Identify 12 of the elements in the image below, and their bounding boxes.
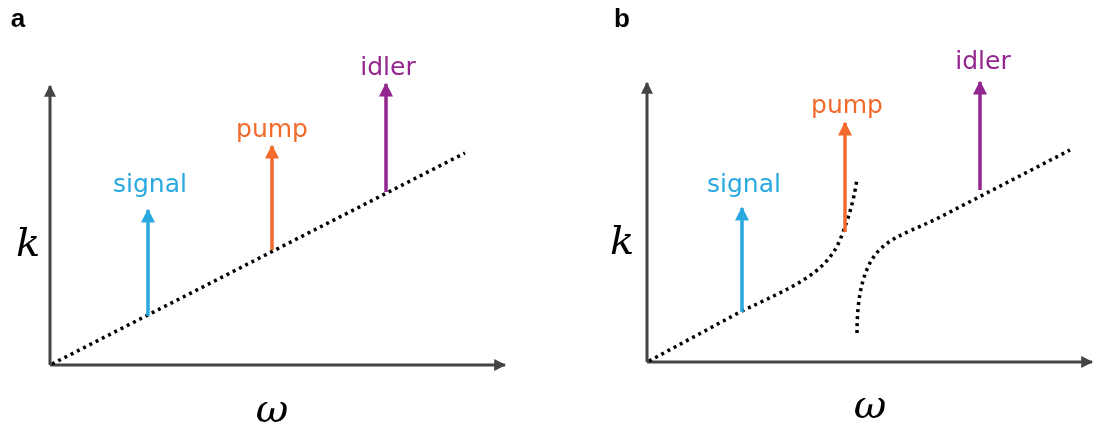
axis-label: k bbox=[609, 220, 635, 260]
wave-label: pump bbox=[236, 115, 308, 141]
axis-label: k bbox=[15, 222, 41, 262]
wave-label: signal bbox=[707, 170, 781, 196]
panel-label: a bbox=[10, 5, 26, 31]
axis-label: ω bbox=[853, 384, 887, 424]
panel-label: b bbox=[614, 5, 630, 31]
axis-label: ω bbox=[255, 388, 289, 427]
wave-label: signal bbox=[113, 170, 187, 196]
wave-label: idler bbox=[955, 47, 1011, 73]
wave-label: pump bbox=[811, 91, 883, 117]
wave-label: idler bbox=[360, 53, 416, 79]
